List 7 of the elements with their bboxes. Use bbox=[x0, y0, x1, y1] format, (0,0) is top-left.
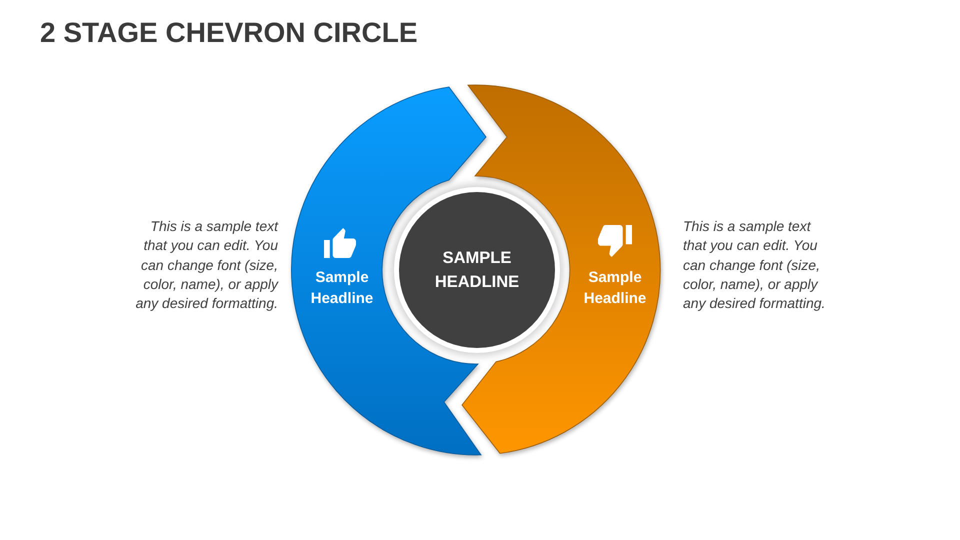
center-circle bbox=[399, 192, 555, 348]
description-text: This is a sample text that you can edit. You can change font (size, color, name), or apply any desired formatting. bbox=[134, 217, 278, 314]
segment-label: Sample Headline bbox=[582, 268, 648, 309]
segment-label: Sample Headline bbox=[310, 268, 374, 309]
center-label: SAMPLE HEADLINE bbox=[434, 248, 520, 293]
description-text: This is a sample text that you can edit. You can change font (size, color, name), or apply any desired formatting. bbox=[683, 217, 826, 314]
title: 2 STAGE CHEVRON CIRCLE bbox=[40, 16, 418, 50]
